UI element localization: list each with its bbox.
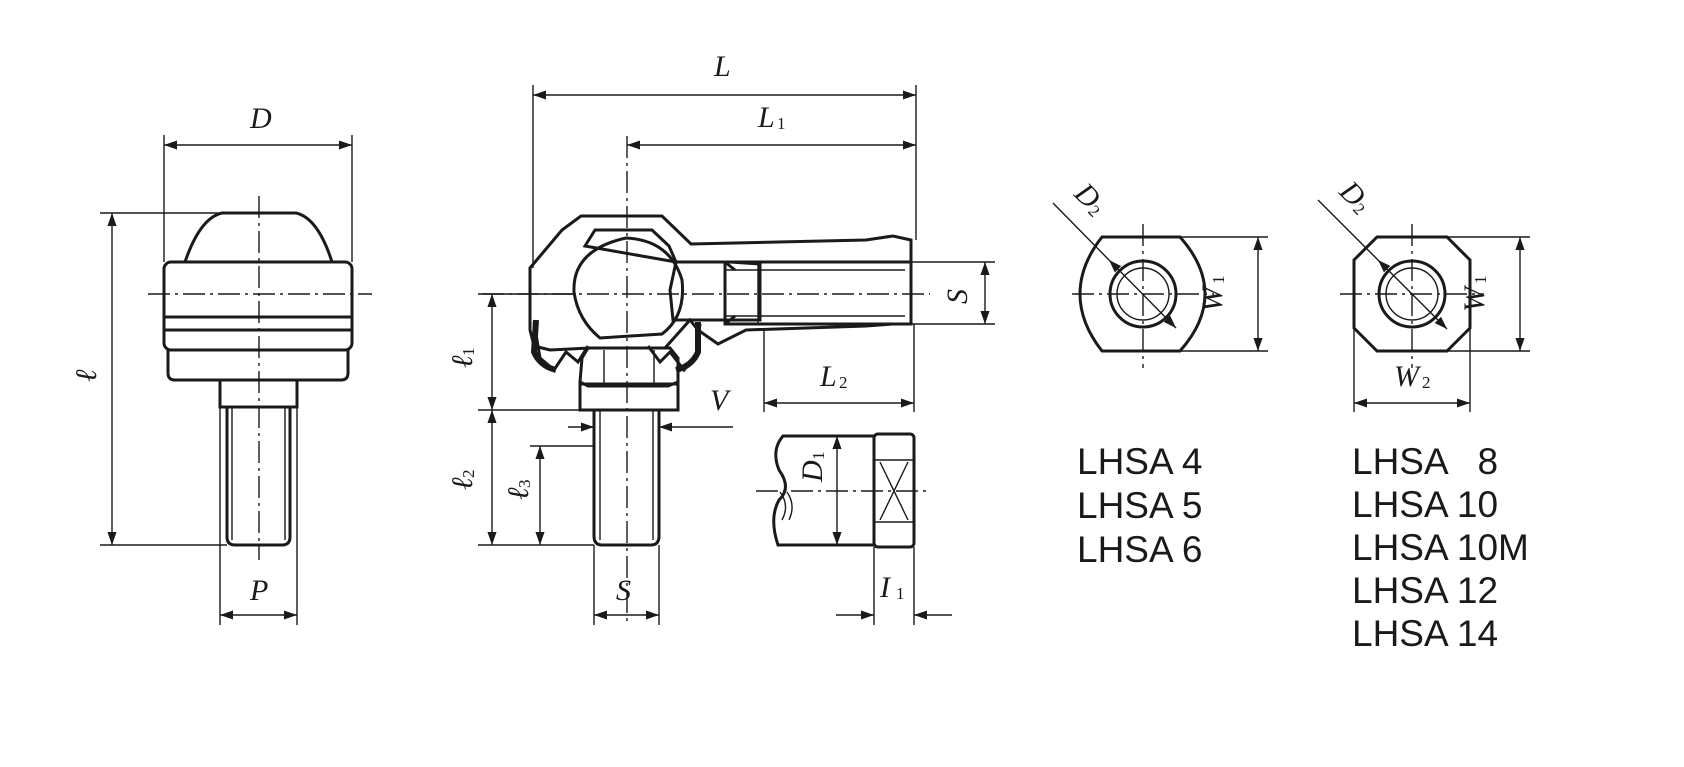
dim-label-L1-sub: 1 xyxy=(777,114,786,133)
dim-label-W1-round: W 1 xyxy=(1196,276,1229,313)
dim-label-I1: I 1 xyxy=(879,571,905,604)
dim-label-I1-main: I xyxy=(879,571,892,604)
round-end-view xyxy=(1052,202,1268,368)
dim-label-W1-oct-main: W xyxy=(1458,284,1491,312)
dim-label-D2-oct: D 2 xyxy=(1332,174,1372,219)
dim-label-D: D xyxy=(249,102,272,135)
dim-label-l2: ℓ 2 xyxy=(446,470,479,491)
model-item: LHSA 8 xyxy=(1352,441,1499,482)
dim-label-D1-sub: 1 xyxy=(809,452,828,461)
model-item: LHSA 10 xyxy=(1352,484,1499,525)
dim-label-S-side: S xyxy=(941,289,974,304)
dim-label-D1-main: D xyxy=(796,460,829,483)
octagonal-end-view xyxy=(1317,199,1530,412)
dim-label-L1-main: L xyxy=(757,101,775,134)
dim-label-W1-round-sub: 1 xyxy=(1209,276,1228,285)
model-item: LHSA 6 xyxy=(1077,529,1203,570)
dim-label-l3-sub: 3 xyxy=(515,480,534,489)
dim-label-W2: W 2 xyxy=(1394,360,1431,393)
rod-end-detail xyxy=(756,432,952,625)
dim-label-l: ℓ xyxy=(70,369,103,382)
dim-label-I1-sub: 1 xyxy=(896,584,905,603)
dim-label-L2: L 2 xyxy=(819,360,848,393)
dim-label-D1: D 1 xyxy=(796,452,829,484)
dim-label-l2-sub: 2 xyxy=(459,470,478,479)
dim-label-l3: ℓ 3 xyxy=(502,480,535,501)
model-item: LHSA 12 xyxy=(1352,570,1499,611)
section-view xyxy=(478,85,995,625)
dim-label-L2-main: L xyxy=(819,360,837,393)
dim-label-W2-main: W xyxy=(1394,360,1422,393)
dim-label-P: P xyxy=(249,574,268,607)
dim-label-l2-main: ℓ xyxy=(446,477,479,490)
dim-label-W2-sub: 2 xyxy=(1422,373,1431,392)
dim-label-l1-sub: 1 xyxy=(459,348,478,357)
dim-label-L2-sub: 2 xyxy=(839,373,848,392)
model-item: LHSA 14 xyxy=(1352,613,1499,654)
model-item: LHSA 10M xyxy=(1352,527,1529,568)
dim-label-W1-round-main: W xyxy=(1196,284,1229,312)
dim-label-V: V xyxy=(710,384,732,417)
dim-label-l3-main: ℓ xyxy=(502,487,535,500)
dim-label-L1: L 1 xyxy=(757,101,786,134)
dim-label-l1: ℓ 1 xyxy=(446,348,479,369)
dim-label-S-bottom: S xyxy=(616,574,631,607)
dim-label-l1-main: ℓ xyxy=(446,355,479,368)
dim-label-D2-round: D 2 xyxy=(1067,176,1107,221)
dim-label-W1-oct-sub: 1 xyxy=(1471,276,1490,285)
dim-label-W1-oct: W 1 xyxy=(1458,276,1491,313)
model-item: LHSA 5 xyxy=(1077,485,1203,526)
dim-label-L: L xyxy=(713,50,731,83)
model-item: LHSA 4 xyxy=(1077,441,1203,482)
front-view xyxy=(100,135,372,625)
